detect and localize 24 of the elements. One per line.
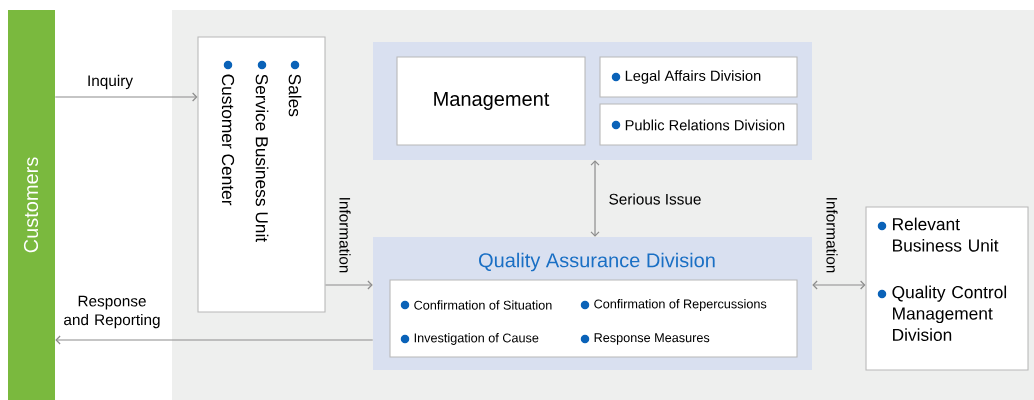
list-item: Confirmation of Repercussions bbox=[594, 299, 767, 311]
arrow bbox=[54, 92, 198, 102]
edge-label: Information bbox=[339, 198, 351, 273]
panel-title: Quality Assurance Division bbox=[479, 252, 715, 272]
edge-label: Serious Issue bbox=[609, 193, 701, 205]
arrow bbox=[55, 335, 374, 345]
list-item: Relevant Business Unit bbox=[893, 217, 999, 252]
arrow bbox=[324, 280, 373, 290]
arrow bbox=[590, 160, 600, 237]
edge-label: Inquiry bbox=[88, 74, 133, 90]
list-item: Legal Affairs Division bbox=[625, 70, 761, 84]
box-label: Management bbox=[434, 92, 550, 110]
list-item: Investigation of Cause bbox=[414, 333, 539, 345]
list-item: Response Measures bbox=[594, 333, 710, 345]
list-item: Public Relations Division bbox=[625, 119, 785, 131]
list-item: Confirmation of Situation bbox=[414, 300, 552, 310]
vertical-label: Customers bbox=[23, 157, 39, 253]
list-item: Quality Control Management Division bbox=[892, 285, 1007, 341]
list-item: Service Business Unit bbox=[255, 74, 269, 242]
list-item: Sales bbox=[288, 74, 302, 117]
edge-label: Information bbox=[826, 198, 838, 273]
edge-label: Response and Reporting bbox=[64, 295, 160, 329]
arrow bbox=[812, 280, 866, 290]
list-item: Customer Center bbox=[221, 74, 235, 206]
